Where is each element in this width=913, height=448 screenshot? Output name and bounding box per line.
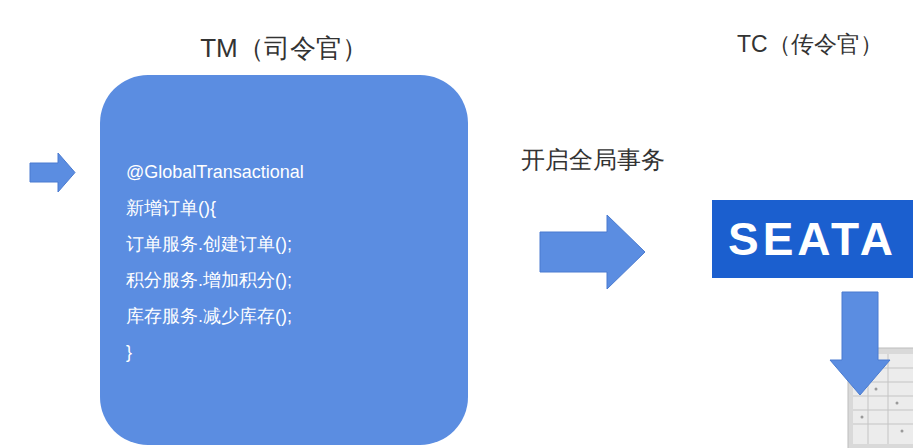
code-line: 新增订单(){ (126, 190, 468, 226)
node-group: TC（传令官）SEATA (712, 22, 913, 278)
logo-text: SEATA (728, 200, 897, 278)
node-group: TM（司令官）@GlobalTransactional新增订单(){订单服务.创… (100, 22, 468, 445)
edge-label: 开启全局事务 (517, 145, 669, 175)
node-heading: TC（传令官） (712, 22, 913, 200)
process-box: SEATA (712, 200, 913, 278)
code-line: 积分服务.增加积分(); (126, 262, 468, 298)
code-line: } (126, 334, 468, 370)
code-line: @GlobalTransactional (126, 154, 468, 190)
code-line: 库存服务.减少库存(); (126, 298, 468, 334)
code-line: 订单服务.创建订单(); (126, 226, 468, 262)
incoming-arrow (30, 153, 75, 192)
process-box: @GlobalTransactional新增订单(){订单服务.创建订单();积… (100, 75, 468, 445)
node-heading: TM（司令官） (100, 22, 468, 75)
block-arrow (540, 215, 645, 289)
down-arrow (830, 292, 890, 395)
